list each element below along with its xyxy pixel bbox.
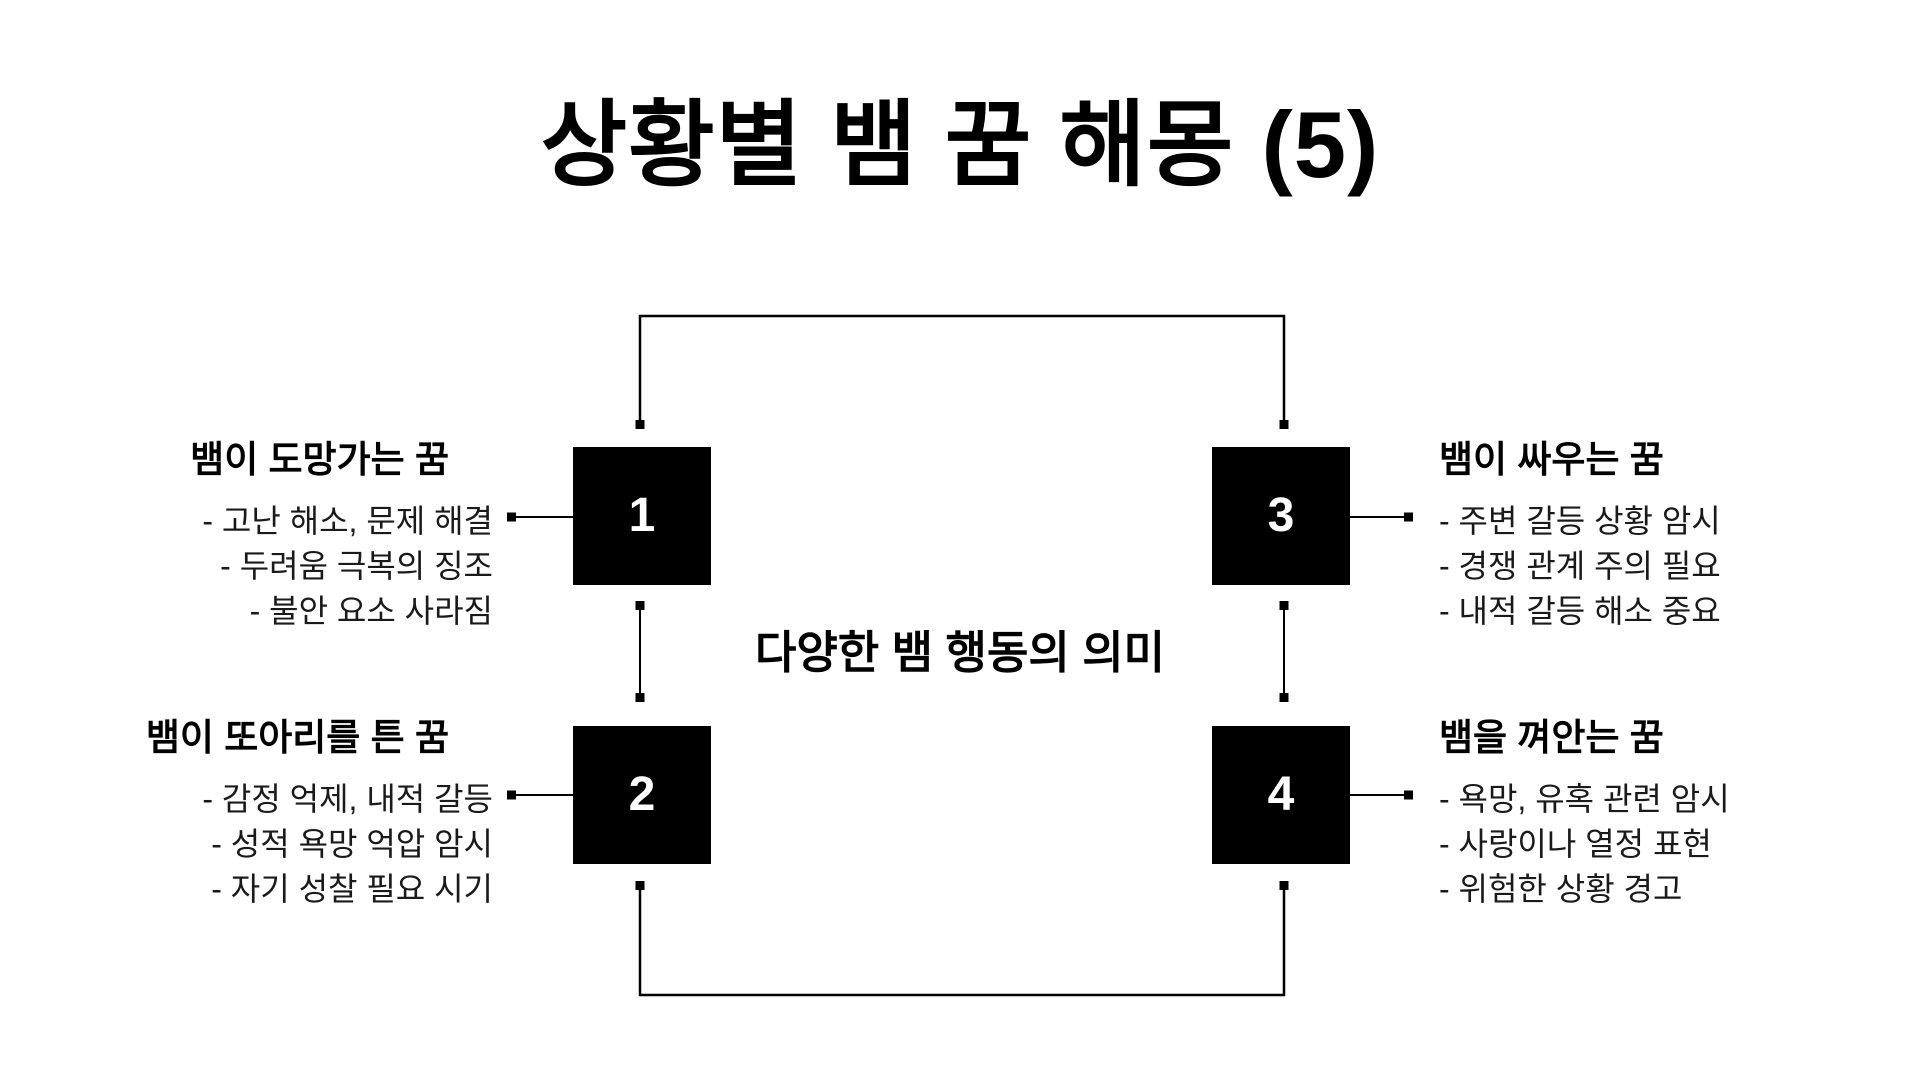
node-title-4: 뱀을 껴안는 꿈	[1439, 717, 1664, 758]
node-number-3: 3	[1267, 489, 1295, 542]
node-number-4: 4	[1267, 768, 1295, 821]
node1-text-connector	[507, 512, 573, 522]
bullet-line: - 성적 욕망 억압 암시	[211, 826, 493, 862]
left-vertical-connector	[635, 601, 645, 702]
bullet-line: - 위험한 상황 경고	[1439, 871, 1683, 907]
node-title-3: 뱀이 싸우는 꿈	[1439, 439, 1664, 480]
node-box-1: 1	[573, 447, 711, 585]
node2-text-connector	[507, 790, 573, 800]
bullet-line: - 고난 해소, 문제 해결	[202, 503, 493, 539]
node-bullets-4: - 욕망, 유혹 관련 암시 - 사랑이나 열정 표현 - 위험한 상황 경고	[1439, 777, 1730, 912]
node-title-2: 뱀이 또아리를 튼 꿈	[145, 717, 449, 758]
node-text-block-1: 뱀이 도망가는 꿈 - 고난 해소, 문제 해결 - 두려움 극복의 징조 - …	[190, 437, 493, 634]
node-number-1: 1	[628, 489, 656, 542]
bullet-line: - 사랑이나 열정 표현	[1439, 826, 1712, 862]
node-title-1: 뱀이 도망가는 꿈	[190, 439, 449, 480]
bullet-line: - 내적 갈등 해소 중요	[1439, 593, 1721, 629]
bullet-line: - 욕망, 유혹 관련 암시	[1439, 781, 1730, 817]
node3-text-connector	[1350, 512, 1413, 522]
bullet-line: - 주변 갈등 상황 암시	[1439, 503, 1721, 539]
node-bullets-2: - 감정 억제, 내적 갈등 - 성적 욕망 억압 암시 - 자기 성찰 필요 …	[146, 777, 493, 912]
page-title: 상황별 뱀 꿈 해몽 (5)	[540, 92, 1380, 197]
bullet-line: - 자기 성찰 필요 시기	[211, 871, 493, 907]
bullet-line: - 경쟁 관계 주의 필요	[1439, 548, 1721, 584]
node-bullets-3: - 주변 갈등 상황 암시 - 경쟁 관계 주의 필요 - 내적 갈등 해소 중…	[1439, 499, 1721, 634]
top-connector	[635, 314, 1289, 429]
bullet-line: - 불안 요소 사라짐	[249, 593, 493, 629]
bullet-line: - 감정 억제, 내적 갈등	[202, 781, 493, 817]
bullet-line: - 두려움 극복의 징조	[220, 548, 493, 584]
node-text-block-2: 뱀이 또아리를 튼 꿈 - 감정 억제, 내적 갈등 - 성적 욕망 억압 암시…	[146, 715, 493, 912]
node4-text-connector	[1350, 790, 1413, 800]
node-box-4: 4	[1212, 726, 1350, 864]
node-bullets-1: - 고난 해소, 문제 해결 - 두려움 극복의 징조 - 불안 요소 사라짐	[190, 499, 493, 634]
right-vertical-connector	[1279, 601, 1289, 702]
node-box-2: 2	[573, 726, 711, 864]
node-box-3: 3	[1212, 447, 1350, 585]
node-text-block-3: 뱀이 싸우는 꿈 - 주변 갈등 상황 암시 - 경쟁 관계 주의 필요 - 내…	[1439, 437, 1721, 634]
node-text-block-4: 뱀을 껴안는 꿈 - 욕망, 유혹 관련 암시 - 사랑이나 열정 표현 - 위…	[1439, 715, 1730, 912]
center-label: 다양한 뱀 행동의 의미	[754, 627, 1166, 678]
bottom-connector	[635, 881, 1289, 997]
node-number-2: 2	[628, 768, 656, 821]
